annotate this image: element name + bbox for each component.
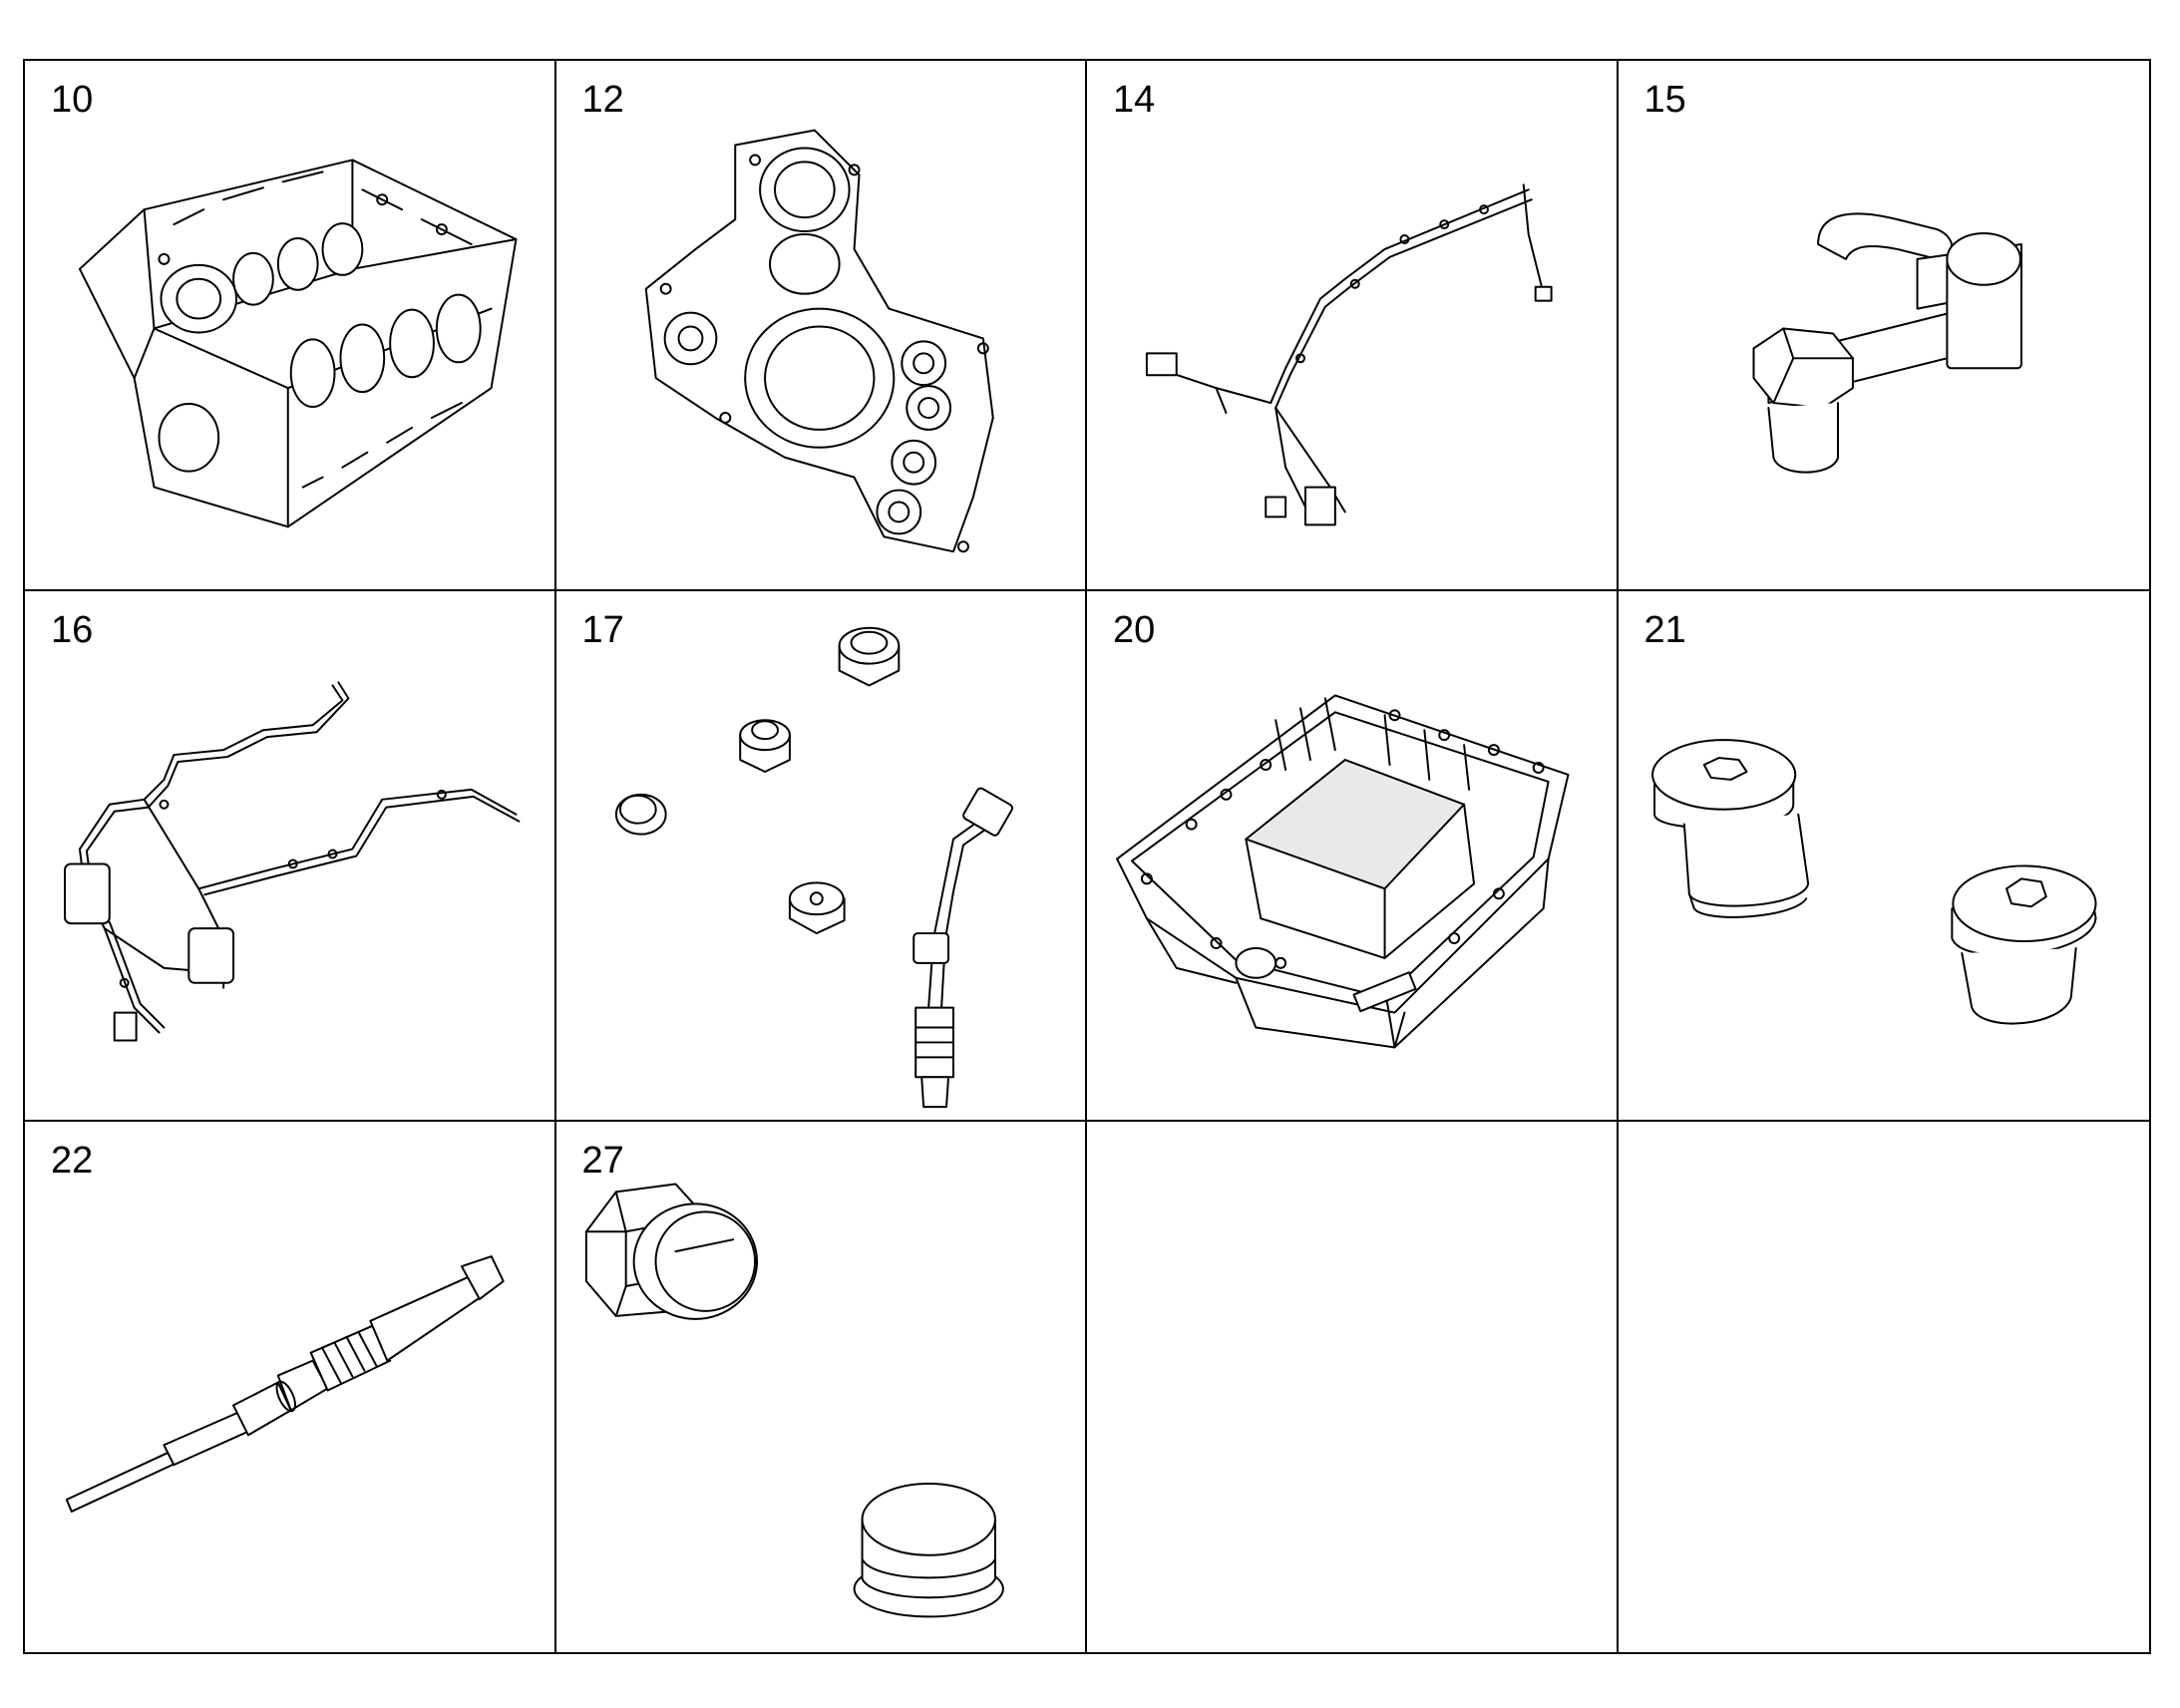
part-number: 17 xyxy=(581,609,624,651)
part-number: 16 xyxy=(51,609,94,651)
part-cell-16[interactable]: 16 xyxy=(25,591,556,1122)
part-cell-12[interactable]: 12 xyxy=(555,61,1087,591)
engine-block-icon xyxy=(78,159,518,528)
part-cell-10[interactable]: 10 xyxy=(25,61,556,591)
part-number: 10 xyxy=(51,79,94,121)
part-cell-14[interactable]: 14 xyxy=(1087,61,1619,591)
part-number: 21 xyxy=(1643,609,1686,651)
part-cell-15[interactable]: 15 xyxy=(1618,61,2149,591)
oil-pipe-plug-icon xyxy=(1751,212,2022,474)
timing-cover-icon xyxy=(644,129,994,553)
parts-grid: 10 12 xyxy=(23,59,2151,1654)
part-cell-20[interactable]: 20 xyxy=(1087,591,1619,1122)
hex-socket-plugs-icon xyxy=(1650,739,2097,1025)
part-number: 14 xyxy=(1113,79,1156,121)
part-cell-17[interactable]: 17 xyxy=(555,591,1087,1122)
part-number: 20 xyxy=(1113,609,1156,651)
part-cell-27[interactable]: 27 xyxy=(556,1122,1087,1652)
oil-pan-icon xyxy=(1116,694,1570,1049)
part-number: 22 xyxy=(51,1140,94,1182)
part-number: 15 xyxy=(1643,79,1686,121)
empty-cell xyxy=(1087,1122,1619,1652)
part-number: 12 xyxy=(581,79,624,121)
part-number: 27 xyxy=(581,1140,624,1182)
part-cell-21[interactable]: 21 xyxy=(1618,591,2149,1122)
wiring-harness-icon xyxy=(1145,183,1553,526)
plugs-and-pipe-icon xyxy=(614,626,1013,1109)
empty-cell xyxy=(1619,1122,2150,1652)
fuel-line-harness-icon xyxy=(64,681,521,1042)
part-cell-22[interactable]: 22 xyxy=(25,1122,556,1652)
glow-plug-icon xyxy=(65,1255,505,1513)
screw-plug-and-cap-icon xyxy=(584,1183,1004,1618)
